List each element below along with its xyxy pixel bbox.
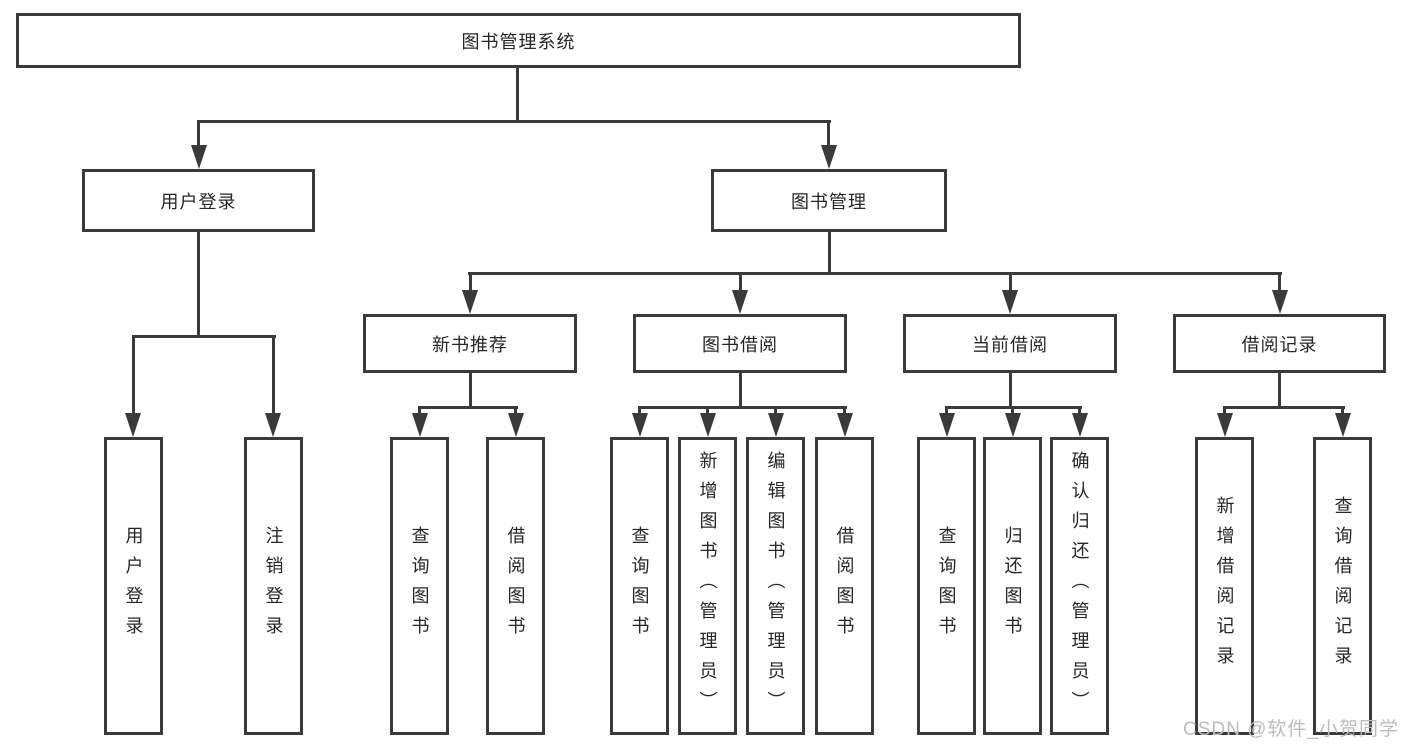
connector-line xyxy=(468,272,1282,275)
connector-arrow xyxy=(821,145,837,169)
leaf-logout-login: 注销登录 xyxy=(244,437,303,735)
connector-arrow xyxy=(412,413,428,437)
connector-arrow xyxy=(462,290,478,314)
connector-arrow xyxy=(837,413,853,437)
connector-arrow xyxy=(1335,413,1351,437)
leaf-query-books-recommend: 查询图书 xyxy=(390,437,449,735)
leaf-user-login-label: 用户登录 xyxy=(123,526,144,646)
connector-arrow xyxy=(1217,413,1233,437)
connector-line xyxy=(132,335,276,338)
node-current-borrow: 当前借阅 xyxy=(903,314,1117,373)
leaf-return-books: 归还图书 xyxy=(983,437,1042,735)
connector-arrow xyxy=(1005,413,1021,437)
connector-arrow xyxy=(191,145,207,169)
connector-line xyxy=(197,120,200,150)
connector-line xyxy=(1223,406,1226,418)
connector-arrow xyxy=(939,413,955,437)
leaf-edit-book-admin-label: 编辑图书（管理员） xyxy=(765,451,786,721)
connector-line xyxy=(418,406,421,418)
connector-line xyxy=(418,406,518,409)
connector-arrow xyxy=(1002,290,1018,314)
connector-line xyxy=(514,406,517,418)
connector-line xyxy=(469,272,472,294)
connector-arrow xyxy=(700,413,716,437)
connector-arrow xyxy=(508,413,524,437)
connector-line xyxy=(197,232,200,338)
leaf-user-login: 用户登录 xyxy=(104,437,163,735)
connector-line xyxy=(828,232,831,275)
leaf-edit-book-admin: 编辑图书（管理员） xyxy=(746,437,805,735)
node-borrow-records: 借阅记录 xyxy=(1173,314,1386,373)
leaf-confirm-return-admin: 确认归还（管理员） xyxy=(1050,437,1109,735)
node-book-management: 图书管理 xyxy=(711,169,947,232)
leaf-borrow-books-borrow: 借阅图书 xyxy=(815,437,874,735)
connector-line xyxy=(1009,272,1012,294)
connector-arrow xyxy=(265,413,281,437)
connector-line xyxy=(1278,272,1281,294)
connector-line xyxy=(739,373,742,409)
connector-line xyxy=(1009,373,1012,409)
connector-line xyxy=(516,68,519,123)
leaf-add-book-admin-label: 新增图书（管理员） xyxy=(697,451,718,721)
leaf-borrow-books-recommend-label: 借阅图书 xyxy=(505,526,526,646)
connector-line xyxy=(1223,406,1345,409)
leaf-add-borrow-record-label: 新增借阅记录 xyxy=(1214,496,1235,676)
connector-line xyxy=(1011,406,1014,418)
leaf-return-books-label: 归还图书 xyxy=(1002,526,1023,646)
node-root-library-system: 图书管理系统 xyxy=(16,13,1021,68)
node-user-login: 用户登录 xyxy=(82,169,315,232)
connector-line xyxy=(197,120,831,123)
connector-arrow xyxy=(632,413,648,437)
leaf-confirm-return-admin-label: 确认归还（管理员） xyxy=(1069,451,1090,721)
connector-line xyxy=(132,335,135,418)
leaf-add-borrow-record: 新增借阅记录 xyxy=(1195,437,1254,735)
connector-line xyxy=(1078,406,1081,418)
leaf-query-borrow-record: 查询借阅记录 xyxy=(1313,437,1372,735)
leaf-query-books-recommend-label: 查询图书 xyxy=(409,526,430,646)
connector-line xyxy=(1341,406,1344,418)
connector-arrow xyxy=(732,290,748,314)
leaf-query-books-borrow: 查询图书 xyxy=(610,437,669,735)
node-new-book-recommend: 新书推荐 xyxy=(363,314,577,373)
leaf-query-borrow-record-label: 查询借阅记录 xyxy=(1332,496,1353,676)
connector-line xyxy=(638,406,641,418)
connector-line xyxy=(827,120,830,150)
leaf-logout-login-label: 注销登录 xyxy=(263,526,284,646)
connector-line xyxy=(638,406,847,409)
connector-line xyxy=(739,272,742,294)
leaf-query-books-current: 查询图书 xyxy=(917,437,976,735)
leaf-borrow-books-recommend: 借阅图书 xyxy=(486,437,545,735)
node-book-borrow: 图书借阅 xyxy=(633,314,847,373)
connector-line xyxy=(469,373,472,409)
leaf-add-book-admin: 新增图书（管理员） xyxy=(678,437,737,735)
connector-line xyxy=(1278,373,1281,409)
connector-arrow xyxy=(1072,413,1088,437)
leaf-borrow-books-borrow-label: 借阅图书 xyxy=(834,526,855,646)
connector-arrow xyxy=(768,413,784,437)
connector-arrow xyxy=(125,413,141,437)
connector-line xyxy=(945,406,948,418)
leaf-query-books-current-label: 查询图书 xyxy=(936,526,957,646)
connector-line xyxy=(272,335,275,418)
connector-arrow xyxy=(1272,290,1288,314)
connector-line xyxy=(774,406,777,418)
csdn-watermark: CSDN @软件_小贺同学 xyxy=(1183,719,1399,740)
leaf-query-books-borrow-label: 查询图书 xyxy=(629,526,650,646)
connector-line xyxy=(706,406,709,418)
connector-line xyxy=(843,406,846,418)
